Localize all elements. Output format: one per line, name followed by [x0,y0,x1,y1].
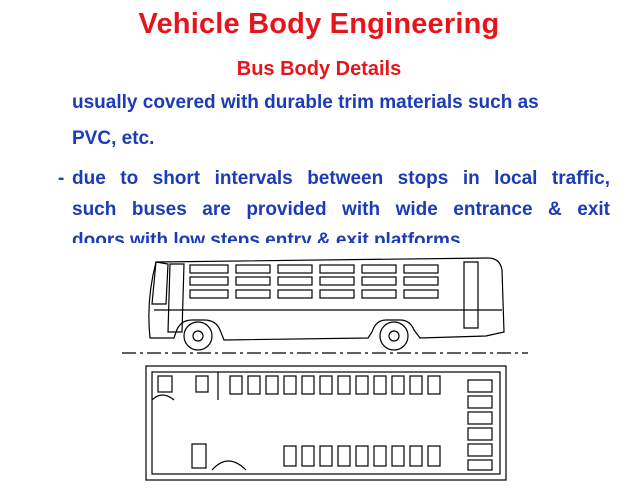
text-line-4: such buses are provided with wide entran… [72,199,610,220]
bus-door-front [167,263,185,333]
bus-front-wheel [183,321,213,351]
bus-side-body [148,257,505,341]
text-line-2: PVC, etc. [72,128,155,149]
slide-subtitle: Bus Body Details [236,58,402,80]
bus-seat-row-top [195,375,441,395]
text-line-5-clip: doors with low steps entry & exit platfo… [0,230,638,243]
bus-seat-row-bottom [191,443,441,469]
bus-drawing [122,257,528,481]
bus-windshield [151,261,169,305]
bus-floor-plan [145,365,507,481]
bus-window-row-upper [189,264,439,286]
bullet-dash: - [58,168,65,189]
text-line-1: usually covered with durable trim materi… [72,92,539,113]
bus-rear-seats [467,379,493,471]
text-line-5: doors with low steps entry & exit platfo… [72,230,466,243]
bus-rear-wheel [379,321,409,351]
text-line-3: due to short intervals between stops in … [72,168,610,189]
bus-window-row-lower [189,289,439,299]
bus-rear-door [463,261,479,329]
slide-title: Vehicle Body Engineering [138,8,500,40]
